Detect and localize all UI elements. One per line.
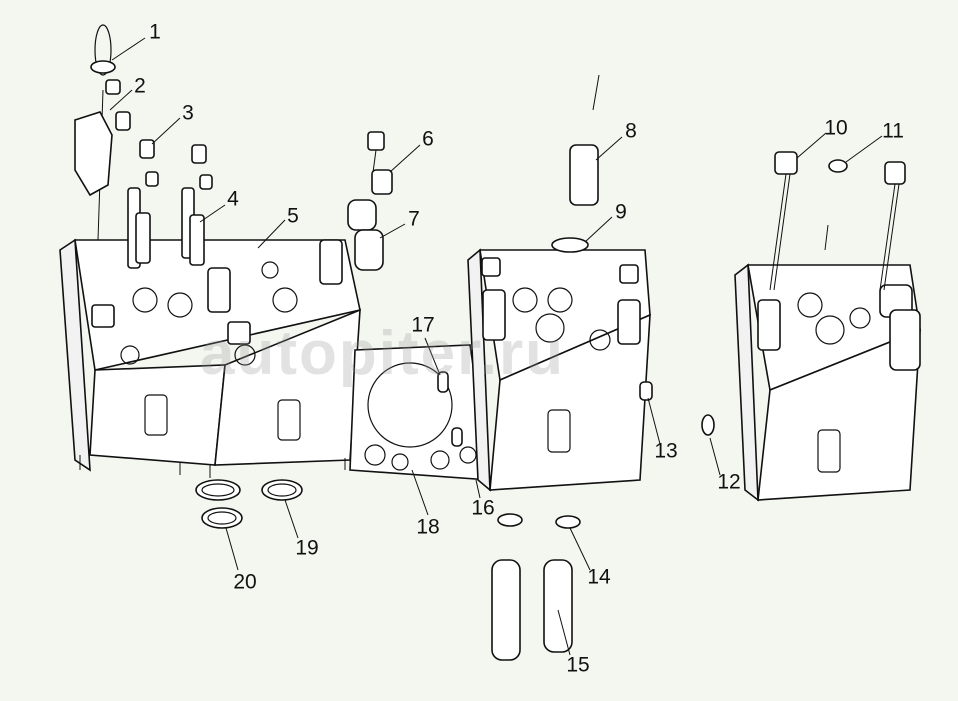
callout-9: 9 — [615, 200, 627, 224]
cylinder-head-middle — [467, 74, 653, 492]
callout-1: 1 — [149, 20, 161, 44]
left-top-parts — [74, 24, 213, 269]
callout-2: 2 — [134, 74, 146, 98]
callout-5: 5 — [287, 204, 299, 228]
seal-rings — [195, 479, 303, 529]
callout-19: 19 — [295, 536, 319, 560]
callout-11: 11 — [882, 119, 904, 143]
head-gasket — [349, 344, 491, 481]
callout-3: 3 — [182, 101, 194, 125]
callout-8: 8 — [625, 119, 637, 143]
callout-17: 17 — [411, 313, 435, 337]
callout-20: 20 — [233, 570, 257, 594]
callout-14: 14 — [587, 565, 611, 589]
cylinder-head-right — [701, 151, 921, 502]
callout-15: 15 — [566, 653, 590, 677]
callout-6: 6 — [422, 127, 434, 151]
callout-7: 7 — [408, 207, 420, 231]
callout-13: 13 — [654, 439, 678, 463]
callout-4: 4 — [227, 187, 239, 211]
callout-16: 16 — [471, 496, 495, 520]
callout-18: 18 — [416, 515, 440, 539]
injector-sleeves — [491, 513, 581, 661]
cylinder-head-left — [59, 238, 361, 478]
callout-10: 10 — [824, 116, 848, 140]
bolt-and-sleeve — [347, 131, 393, 271]
callout-12: 12 — [717, 470, 741, 494]
watermark: autopiter.ru — [200, 319, 566, 388]
callout-leaders — [109, 37, 883, 656]
